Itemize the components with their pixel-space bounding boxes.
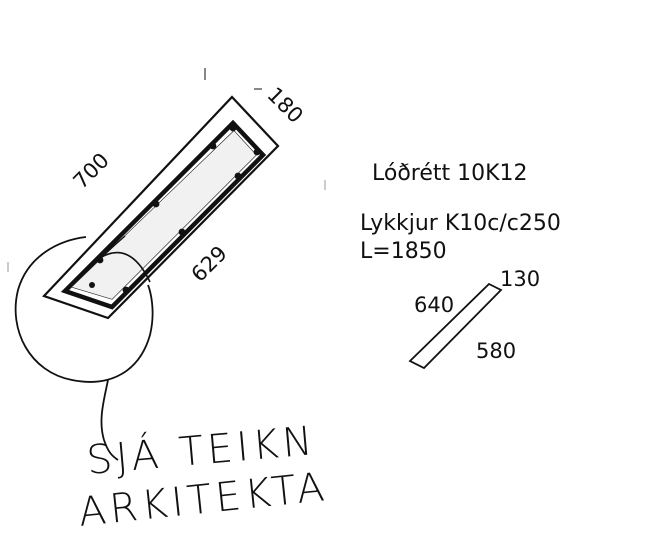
- column-arc: [99, 251, 151, 283]
- column-stirrup: [60, 119, 267, 310]
- note-stirrup-length: L=1850: [360, 239, 447, 264]
- stirrup-dim-left: 640: [414, 293, 454, 317]
- rebar-dot: [89, 282, 95, 288]
- dim-width-label: 180: [262, 83, 307, 128]
- cloud-outline: [14, 236, 154, 383]
- revision-cloud: [14, 236, 154, 461]
- dim-length-label: 700: [69, 148, 114, 193]
- column-concrete-fill: [72, 131, 256, 299]
- rebar-notes: Lóðrétt 10K12 Lykkjur K10c/c250 L=1850: [360, 161, 561, 264]
- stirrup-shape: [408, 282, 503, 370]
- stirrup-dim-bottom: 580: [476, 339, 516, 363]
- column-outline: [42, 95, 280, 320]
- column-arc-chord: [99, 235, 126, 259]
- rebar-dot: [229, 124, 237, 132]
- rebar-dot: [234, 172, 242, 180]
- note-vertical-rebar: Lóðrétt 10K12: [372, 161, 528, 186]
- rebar-dot: [178, 228, 186, 236]
- rebar-dot: [253, 148, 261, 156]
- stirrup-dim-top: 130: [500, 267, 540, 291]
- column-section: [42, 95, 280, 320]
- note-stirrups: Lykkjur K10c/c250: [360, 211, 561, 236]
- cloud-leader: [100, 379, 119, 461]
- rebar-dot: [152, 200, 160, 208]
- rebar-dot: [96, 256, 104, 264]
- rebar-dot: [122, 286, 130, 294]
- stirrup-detail: 130 640 580: [408, 267, 540, 370]
- rebar-dot: [209, 142, 217, 150]
- handwritten-remark: SJÁ TEIKN ARKITEKTA: [76, 416, 330, 536]
- dim-inner-length-label: 629: [187, 241, 232, 286]
